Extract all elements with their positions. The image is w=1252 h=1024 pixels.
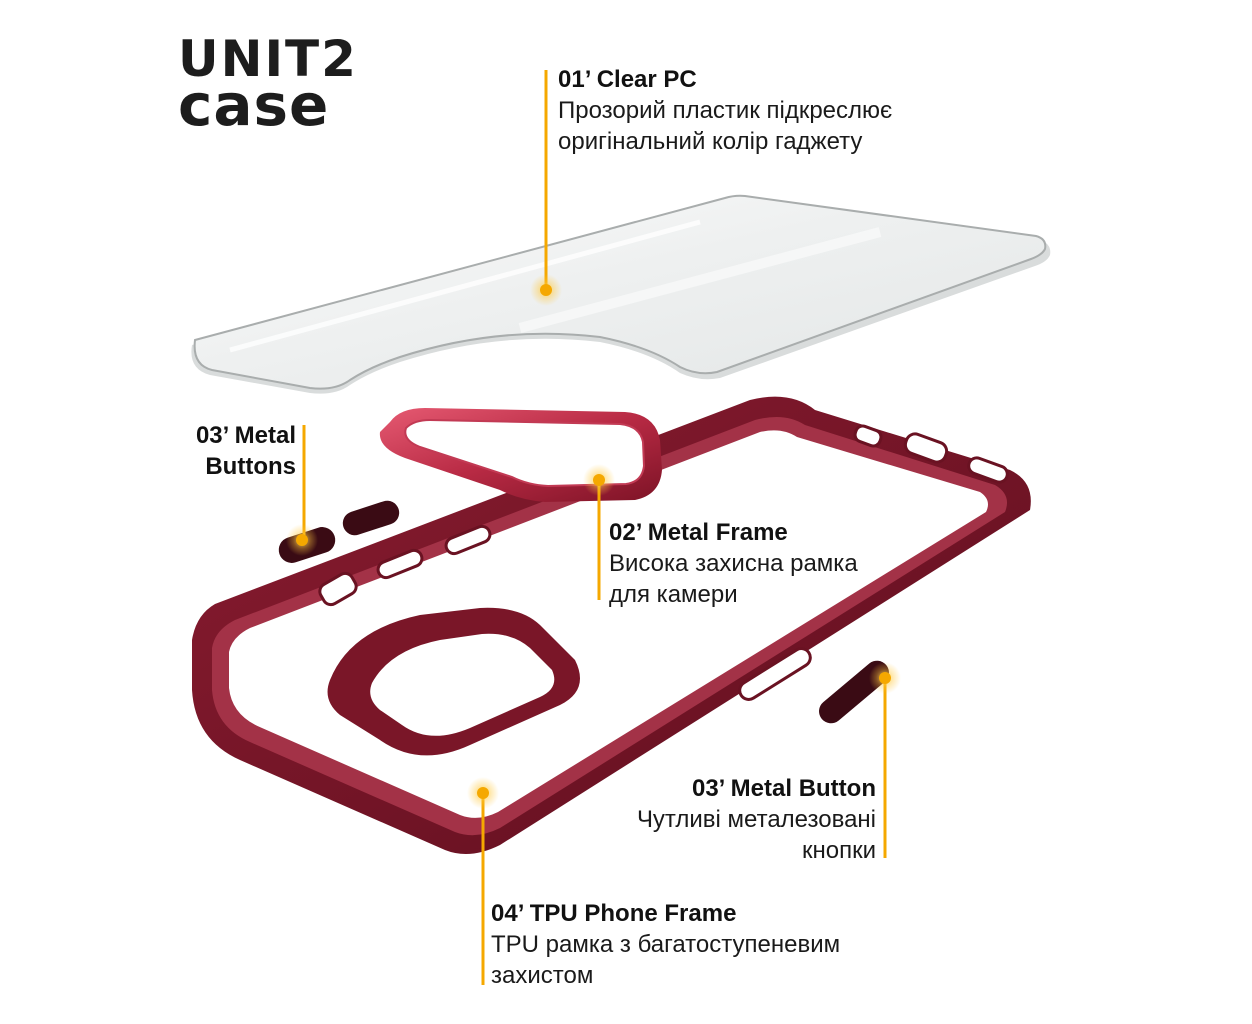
- brand-logo: UNIT2 case: [178, 30, 358, 139]
- callout-tpu-frame: 04’ TPU Phone Frame TPU рамка з багатост…: [491, 898, 840, 991]
- hotspot-icon: [467, 777, 499, 809]
- callout-title: 02’ Metal Frame: [609, 519, 788, 546]
- callout-title: 01’ Clear PC: [558, 66, 697, 93]
- hotspot-icon: [286, 524, 318, 556]
- callout-desc: Прозорий пластик підкреслює: [558, 97, 893, 124]
- callout-desc: TPU рамка з багатоступеневим: [491, 931, 841, 958]
- callout-metal-buttons: 03’ Metal Buttons: [150, 420, 296, 482]
- callout-title: 03’ Metal Button: [691, 775, 876, 802]
- hotspot-icon: [530, 274, 562, 306]
- hotspot-icon: [869, 662, 901, 694]
- brand-line-2: case: [178, 71, 330, 139]
- callout-title: Buttons: [205, 453, 296, 480]
- metal-camera-ring: [379, 408, 662, 502]
- callout-metal-frame: 02’ Metal Frame Висока захисна рамка для…: [609, 517, 858, 610]
- brand-line-1: UNIT2: [178, 30, 358, 88]
- clear-pc-panel: [191, 194, 1051, 394]
- tpu-phone-frame: [192, 396, 1031, 854]
- callout-desc: Чутливі металезовані: [636, 806, 876, 833]
- callout-title: 04’ TPU Phone Frame: [491, 900, 737, 927]
- callout-title: 03’ Metal: [195, 422, 296, 449]
- callout-desc: оригінальний колір гаджету: [558, 128, 863, 155]
- metal-button-left-2: [342, 500, 400, 536]
- callout-metal-button: 03’ Metal Button Чутливі металезовані кн…: [560, 773, 876, 866]
- hotspot-icon: [583, 464, 615, 496]
- callout-desc: кнопки: [801, 837, 876, 864]
- callout-desc: Висока захисна рамка: [609, 550, 858, 577]
- callout-desc: захистом: [491, 962, 594, 989]
- callout-clear-pc: 01’ Clear PC Прозорий пластик підкреслює…: [558, 64, 892, 157]
- callout-desc: для камери: [609, 581, 738, 608]
